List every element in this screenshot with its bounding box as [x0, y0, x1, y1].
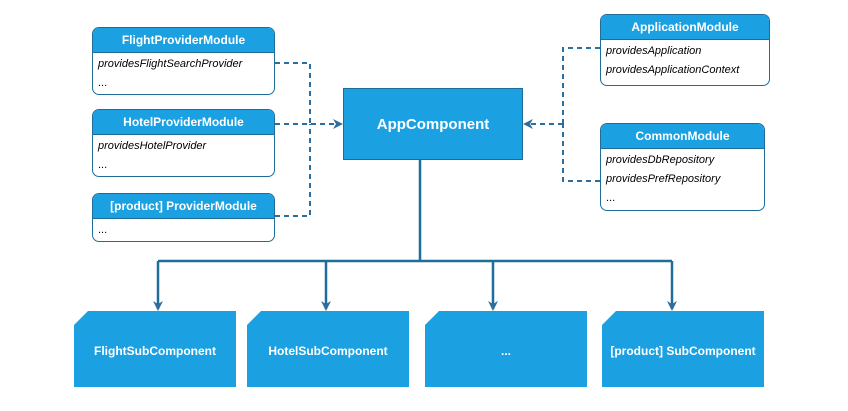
- module-title: HotelProviderModule: [93, 110, 274, 135]
- product-provider-module: [product] ProviderModule ...: [92, 193, 275, 242]
- module-method: providesApplication: [606, 45, 702, 57]
- subcomponent-label: FlightSubComponent: [94, 344, 216, 358]
- dashed-link-flight-provider: [275, 62, 311, 124]
- module-ellipsis: ...: [98, 159, 108, 171]
- module-ellipsis: ...: [98, 77, 108, 89]
- dashed-link-product-provider: [275, 124, 311, 217]
- subcomponent-label: HotelSubComponent: [268, 344, 388, 358]
- product-subcomponent: [product] SubComponent: [602, 311, 764, 387]
- module-title: FlightProviderModule: [93, 28, 274, 53]
- common-module: CommonModule providesDbRepository provid…: [600, 123, 765, 211]
- hotel-provider-module: HotelProviderModule providesHotelProvide…: [92, 109, 275, 177]
- module-method: providesPrefRepository: [606, 173, 721, 185]
- subcomponent-label: [product] SubComponent: [610, 344, 756, 358]
- app-component: AppComponent: [343, 88, 523, 160]
- module-title: [product] ProviderModule: [93, 194, 274, 219]
- app-component-label: AppComponent: [376, 115, 490, 133]
- module-method: providesDbRepository: [606, 154, 715, 166]
- module-method: providesFlightSearchProvider: [98, 58, 243, 70]
- flight-provider-module: FlightProviderModule providesFlightSearc…: [92, 27, 275, 95]
- module-method: providesHotelProvider: [98, 140, 207, 152]
- dashed-link-common-module: [562, 124, 600, 182]
- dashed-link-application-module: [562, 47, 600, 124]
- module-ellipsis: ...: [606, 192, 616, 204]
- flight-subcomponent: FlightSubComponent: [74, 311, 236, 387]
- application-module: ApplicationModule providesApplication pr…: [600, 14, 770, 86]
- hotel-subcomponent: HotelSubComponent: [247, 311, 409, 387]
- module-title: ApplicationModule: [601, 15, 769, 40]
- subcomponent-label: ...: [500, 344, 511, 358]
- module-method: providesApplicationContext: [606, 64, 740, 76]
- module-title: CommonModule: [601, 124, 764, 149]
- ellipsis-subcomponent: ...: [425, 311, 587, 387]
- module-ellipsis: ...: [98, 224, 108, 236]
